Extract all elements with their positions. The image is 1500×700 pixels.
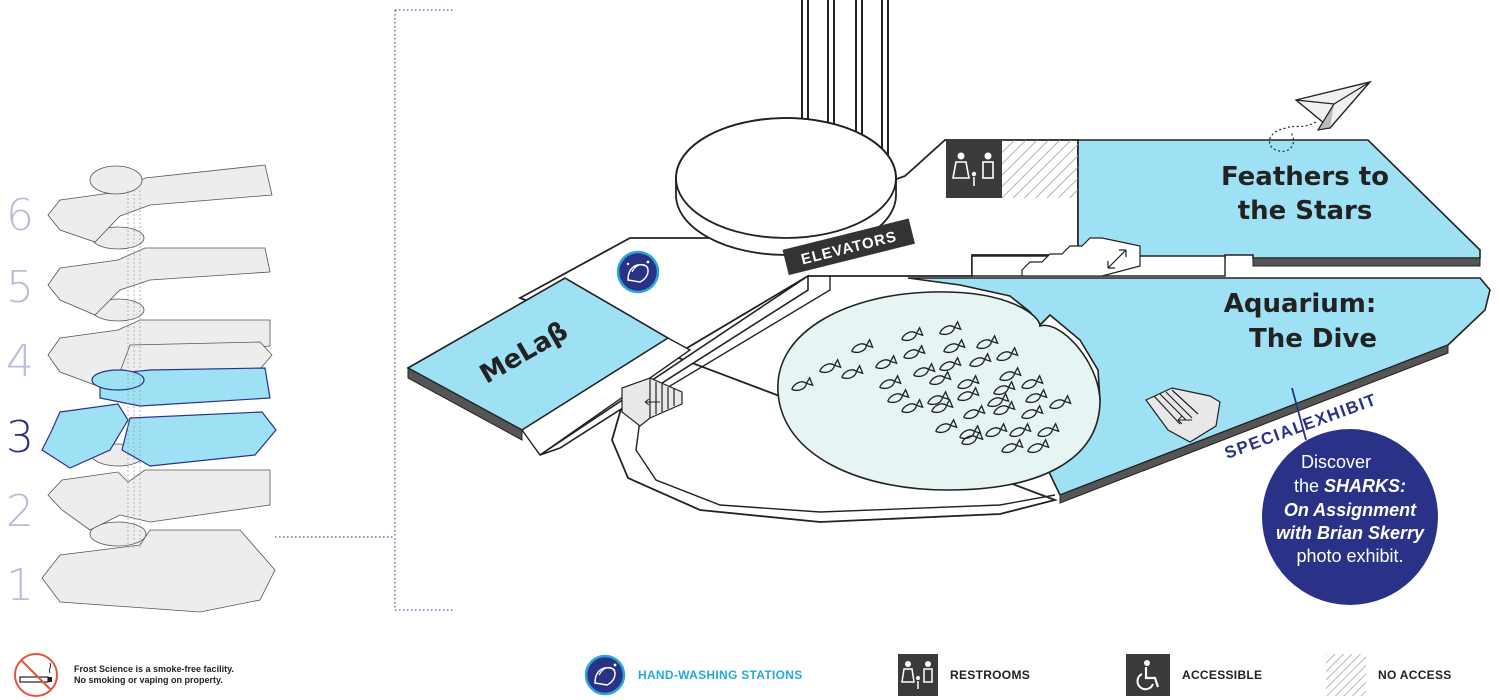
legend-restrooms-label: RESTROOMS — [950, 668, 1031, 682]
fish-icon — [913, 362, 936, 378]
smoke-line-2: No smoking or vaping on property. — [74, 675, 223, 685]
no-smoking-icon — [14, 653, 58, 697]
floor-6-number[interactable]: 6 — [6, 190, 34, 241]
fish-icon — [929, 370, 952, 386]
accessible-icon — [1126, 654, 1170, 696]
map-hand-washing-icon[interactable] — [616, 250, 660, 294]
floor-2-shape — [47, 469, 271, 531]
floor-3-rotunda — [91, 369, 145, 391]
stairs-icon-west[interactable] — [621, 377, 683, 427]
sharks-exhibit-callout[interactable]: Discover the SHARKS: On Assignment with … — [1262, 429, 1438, 605]
legend-no-access: NO ACCESS — [1326, 650, 1452, 700]
aquarium-label-line1[interactable]: Aquarium: — [1224, 289, 1377, 319]
fish-icon — [996, 346, 1019, 362]
legend-accessible-label: ACCESSIBLE — [1182, 668, 1263, 682]
fish-icon — [851, 338, 874, 354]
fish-icon — [879, 374, 902, 390]
fish-icon — [887, 388, 910, 404]
fish-icon — [976, 334, 999, 350]
floor-5-shape — [47, 247, 271, 316]
floor-1-rotunda — [89, 521, 147, 547]
floor-3-west-wing — [41, 403, 129, 469]
fish-icon — [1021, 374, 1044, 390]
smoke-line-1: Frost Science is a smoke-free facility. — [74, 664, 234, 674]
legend-hand-washing: HAND-WASHING STATIONS — [584, 650, 803, 700]
fish-icon — [791, 376, 814, 392]
fish-icon — [901, 326, 924, 342]
fish-icon — [963, 404, 986, 420]
floor-3-east-wing — [121, 411, 277, 467]
stairs-icon-north[interactable] — [1021, 237, 1141, 277]
fish-icon — [969, 352, 992, 368]
stairs-icon-east[interactable] — [1145, 387, 1221, 443]
fish-school — [791, 320, 1072, 454]
smoke-free-notice: Frost Science is a smoke-free facility. … — [74, 664, 234, 686]
fish-icon — [939, 320, 962, 336]
fish-icon — [901, 398, 924, 414]
fish-icon — [819, 358, 842, 374]
fish-icon — [1027, 438, 1050, 454]
inner-walkway-edge — [635, 276, 1056, 513]
callout-line-2: the SHARKS: — [1294, 476, 1406, 496]
fish-icon — [987, 392, 1010, 408]
fish-icon — [1037, 422, 1060, 438]
callout-line-3: On Assignment — [1284, 500, 1417, 520]
legend-accessible: ACCESSIBLE — [1126, 650, 1262, 700]
aquarium-label-line2[interactable]: The Dive — [1249, 324, 1377, 354]
fish-icon — [957, 386, 980, 402]
fish-icon — [1021, 404, 1044, 420]
legend-no-smoking: Frost Science is a smoke-free facility. … — [12, 650, 234, 700]
floor-stack-drawing — [41, 164, 277, 613]
fish-icon — [1001, 438, 1024, 454]
melab-edge — [407, 367, 523, 441]
floor-1-number[interactable]: 1 — [6, 560, 34, 611]
legend-restrooms: RESTROOMS — [898, 650, 1030, 700]
zoom-connector — [275, 9, 455, 611]
oculus-pool — [777, 291, 1101, 491]
fish-icon — [841, 364, 864, 380]
fish-icon — [993, 380, 1016, 396]
hand-washing-icon — [584, 654, 626, 696]
west-walkway — [539, 274, 809, 456]
floor-3-map: MeLaβ Feathers to the Stars Aquarium: Th… — [406, 0, 1491, 605]
feathers-label-line1[interactable]: Feathers to — [1221, 162, 1389, 192]
fish-icon — [931, 398, 954, 414]
callout-line-1: Discover — [1301, 452, 1371, 472]
fish-icon — [957, 374, 980, 390]
floor-2-number[interactable]: 2 — [6, 486, 34, 537]
fish-icon — [935, 418, 958, 434]
floor-6-rotunda — [89, 165, 143, 195]
floor-1-shape — [41, 529, 276, 613]
callout-line-5: photo exhibit. — [1296, 546, 1403, 566]
corridor-floor — [517, 139, 1079, 523]
fish-icon — [1025, 388, 1048, 404]
map-restroom-icon[interactable] — [946, 140, 1002, 198]
fish-icon — [961, 430, 984, 446]
fish-icon — [927, 390, 950, 406]
fish-icon — [985, 422, 1008, 438]
paper-plane-icon — [1268, 80, 1372, 152]
fish-icon — [939, 356, 962, 372]
floor-4-number[interactable]: 4 — [6, 336, 34, 387]
floor-6-shape — [47, 164, 273, 243]
feathers-label-line2[interactable]: the Stars — [1238, 196, 1373, 226]
fish-icon — [903, 344, 926, 360]
legend-hand-washing-label: HAND-WASHING STATIONS — [638, 668, 803, 682]
no-access-area — [1002, 140, 1078, 198]
floor-3-number[interactable]: 3 — [6, 412, 34, 463]
restroom-icon — [898, 654, 938, 696]
fish-icon — [999, 366, 1022, 382]
floor-stack: 6 5 4 3 2 1 — [0, 150, 290, 620]
legend-no-access-label: NO ACCESS — [1378, 668, 1452, 682]
fish-icon — [943, 338, 966, 354]
no-access-hatch-icon — [1326, 654, 1366, 696]
fish-icon — [1009, 422, 1032, 438]
fish-icon — [993, 400, 1016, 416]
fish-icon — [1049, 394, 1072, 410]
callout-line-4: with Brian Skerry — [1276, 523, 1425, 543]
floor-5-number[interactable]: 5 — [6, 262, 34, 313]
fish-icon — [875, 354, 898, 370]
